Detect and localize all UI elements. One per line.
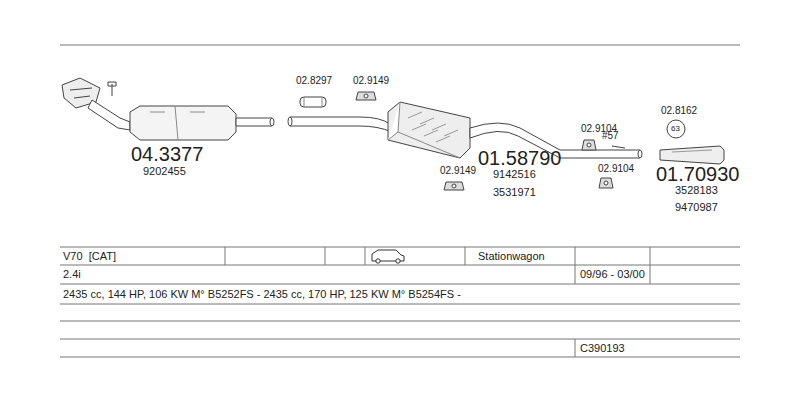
clamp xyxy=(300,97,326,107)
middle-silencer xyxy=(288,102,642,158)
rear-silencer xyxy=(660,146,724,164)
table-cell: 09/96 - 03/00 xyxy=(580,269,645,280)
table-grid xyxy=(60,45,740,357)
part-number: 02.9149 xyxy=(440,166,476,176)
table-cell: 2.4i xyxy=(63,269,81,280)
table-cell: 2435 cc, 144 HP, 106 KW M° B5252FS - 243… xyxy=(63,289,461,300)
clamp-size: 63 xyxy=(671,125,680,133)
part-number: 02.9149 xyxy=(353,76,389,86)
oe-number: 9202455 xyxy=(143,166,186,177)
part-number: 02.8162 xyxy=(661,106,697,116)
oe-number: 9470987 xyxy=(675,202,718,213)
pipe-diameter: #57 xyxy=(602,131,619,141)
table-cell: Stationwagon xyxy=(478,251,545,262)
table-cell: C390193 xyxy=(580,343,625,354)
oe-number: 3531971 xyxy=(493,187,536,198)
clamp-ring xyxy=(667,120,685,138)
part-number-large: 01.58790 xyxy=(478,148,561,168)
part-number-large: 01.70930 xyxy=(656,164,739,184)
part-number: 02.8297 xyxy=(296,76,332,86)
car-icon xyxy=(372,250,404,263)
part-number-large: 04.3377 xyxy=(131,144,203,164)
oe-number: 3528183 xyxy=(675,185,718,196)
part-number: 02.9104 xyxy=(598,164,634,174)
table-cell: V70 [CAT] xyxy=(63,251,116,262)
hanger xyxy=(356,92,613,190)
oe-number: 9142516 xyxy=(493,169,536,180)
catalytic-converter xyxy=(62,78,274,140)
leader-line xyxy=(612,146,625,148)
